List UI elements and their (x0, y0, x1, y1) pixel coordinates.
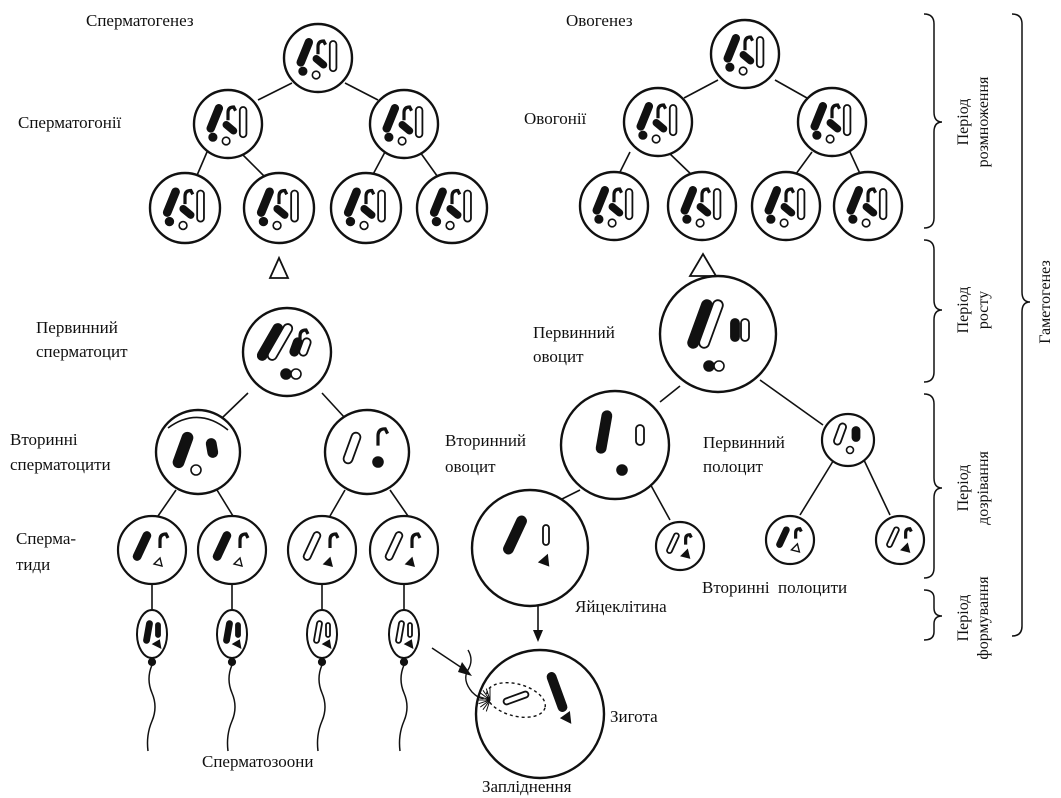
oogonium-right (798, 88, 866, 156)
label-oogenesis: Овогенез (566, 11, 633, 30)
label-secondary-spermatocytes-1: Вторинні (10, 430, 78, 449)
spermatid-4 (370, 516, 438, 584)
egg-cell (472, 490, 588, 606)
secondary-spermatocyte-right (325, 410, 409, 494)
label-primary-polocyte-2: полоцит (703, 457, 764, 476)
period-reproduction-2: розмноження (975, 76, 992, 167)
period-growth-1: Період (955, 287, 972, 334)
label-secondary-polocytes: Вторинні полоцити (702, 578, 847, 597)
spermatogonium-left (194, 90, 262, 158)
spermatozoon-2 (217, 610, 247, 751)
label-primary-oocyte-2: овоцит (533, 347, 584, 366)
label-primary-spermatocyte-1: Первинний (36, 318, 118, 337)
oogonium-1 (580, 172, 648, 240)
label-zygote: Зигота (610, 707, 658, 726)
spermatozoon-4 (389, 610, 419, 751)
label-primary-polocyte-1: Первинний (703, 433, 785, 452)
primary-polocyte-cell (822, 414, 874, 466)
label-secondary-spermatocytes-2: сперматоцити (10, 455, 111, 474)
primary-oocyte-cell (660, 276, 776, 392)
spermatid-3 (288, 516, 356, 584)
period-maturation-2: дозрівання (975, 450, 992, 524)
secondary-oocyte-cell (561, 391, 669, 499)
label-primary-oocyte-1: Первинний (533, 323, 615, 342)
label-spermatids-1: Сперма- (16, 529, 76, 548)
oogonium-stem-cell (711, 20, 779, 88)
label-secondary-oocyte-1: Вторинний (445, 431, 526, 450)
zygote-cell (466, 650, 604, 778)
spermatid-2 (198, 516, 266, 584)
period-formation-1: Період (955, 595, 972, 642)
growth-triangle-sperm (270, 258, 288, 278)
label-spermatogonia: Сперматогонії (18, 113, 122, 132)
spermatozoon-1 (137, 610, 167, 751)
label-oogonia: Овогонії (524, 109, 587, 128)
label-spermatids-2: тиди (16, 555, 50, 574)
spermatogonium-3 (331, 173, 401, 243)
period-labels: Період розмноження Період росту Період д… (955, 76, 1054, 660)
period-gametogenesis: Гаметогенез (1037, 260, 1054, 344)
oogonium-3 (752, 172, 820, 240)
period-formation-2: формування (975, 576, 992, 660)
spermatogonium-1 (150, 173, 220, 243)
label-fertilization: Запліднення (482, 777, 572, 796)
label-spermatozoa: Сперматозоони (202, 752, 314, 771)
spermatozoon-3 (307, 610, 337, 751)
growth-triangle-oo (690, 254, 716, 276)
label-spermatogenesis: Сперматогенез (86, 11, 194, 30)
spermatogonium-right (370, 90, 438, 158)
period-growth-2: росту (975, 291, 992, 329)
label-secondary-oocyte-2: овоцит (445, 457, 496, 476)
primary-spermatocyte-cell (243, 308, 331, 396)
spermatid-1 (118, 516, 186, 584)
secondary-polocyte-1 (656, 522, 704, 570)
spermatogonium-stem-cell (284, 24, 352, 92)
secondary-spermatocyte-left (156, 410, 240, 494)
spermatogonium-4 (417, 173, 487, 243)
oogonium-left (624, 88, 692, 156)
period-maturation-1: Період (955, 465, 972, 512)
cells-group (118, 20, 924, 778)
secondary-polocyte-3 (876, 516, 924, 564)
arrow-head-egg-zygote (533, 630, 543, 642)
secondary-polocyte-2 (766, 516, 814, 564)
label-egg-cell: Яйцеклітина (575, 597, 667, 616)
label-primary-spermatocyte-2: сперматоцит (36, 342, 128, 361)
oogonium-4 (834, 172, 902, 240)
oogonium-2 (668, 172, 736, 240)
period-reproduction-1: Період (955, 99, 972, 146)
spermatogonium-2 (244, 173, 314, 243)
